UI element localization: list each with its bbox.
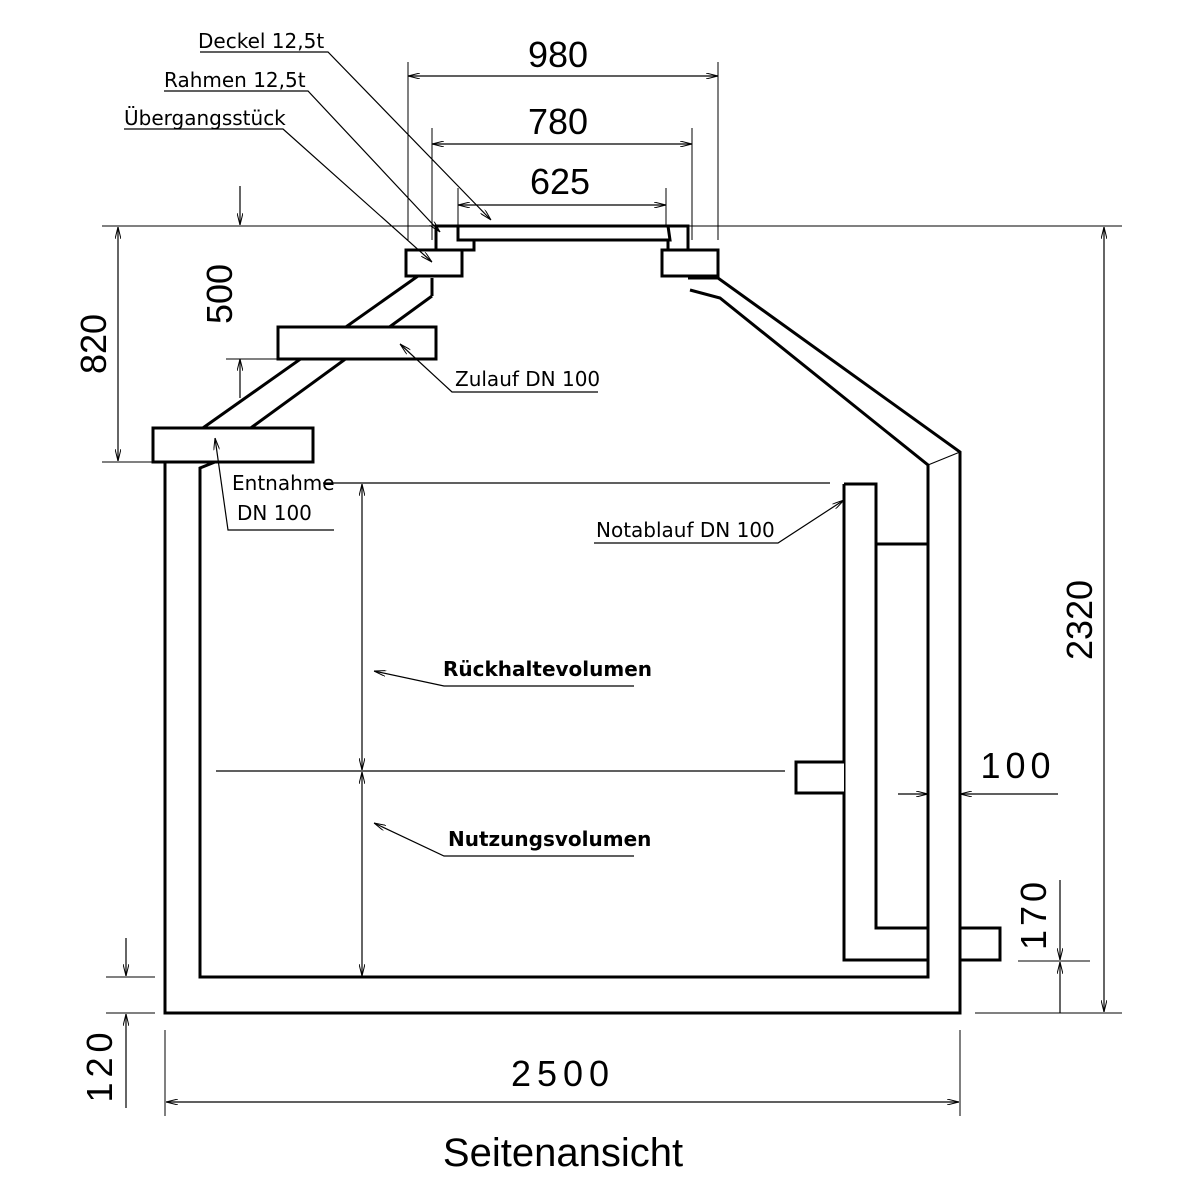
dim-500-text: 500 xyxy=(199,264,240,324)
left-dimensions xyxy=(102,186,278,463)
uebergangsstueck-left xyxy=(404,248,464,278)
dim-2320-text: 2320 xyxy=(1059,580,1100,660)
bottom-dimensions xyxy=(106,938,961,1116)
zulauf-label: Zulauf DN 100 xyxy=(455,367,600,391)
zulauf-leader xyxy=(400,343,598,393)
notablauf-label: Notablauf DN 100 xyxy=(596,518,775,542)
nutzung-leader xyxy=(374,822,634,857)
dim-170-text: 170 xyxy=(1013,878,1054,950)
entnahme-leader xyxy=(215,438,334,531)
dim-120-text: 120 xyxy=(79,1027,120,1102)
outlet-stub xyxy=(958,926,1002,962)
deckel-label: Deckel 12,5t xyxy=(198,29,324,53)
entnahme-label-line1: Entnahme xyxy=(232,471,335,495)
dim-820-text: 820 xyxy=(73,314,114,374)
dim-625-text: 625 xyxy=(530,161,590,202)
right-wall-seam xyxy=(927,451,961,466)
dim-780-text: 780 xyxy=(528,101,588,142)
leader-lines xyxy=(124,51,844,857)
notablauf-pipe xyxy=(794,482,1002,962)
rahmen-frame-right xyxy=(666,224,690,252)
nutzung-label: Nutzungsvolumen xyxy=(448,827,651,851)
top-assembly xyxy=(404,224,720,278)
right-dimensions xyxy=(898,227,1122,1014)
tank-inner-wall xyxy=(198,288,930,979)
entnahme-label-line2: DN 100 xyxy=(237,501,312,525)
uebergang-label: Übergangsstück xyxy=(124,106,286,130)
entnahme-pipe xyxy=(151,426,315,464)
top-dimensions xyxy=(407,62,719,240)
uebergang-leader xyxy=(124,128,432,263)
tank-outer-wall xyxy=(163,276,962,1015)
uebergangsstueck-right xyxy=(660,248,720,278)
zulauf-pipe xyxy=(276,325,438,361)
drawing-title: Seitenansicht xyxy=(443,1131,683,1175)
rueckhalte-leader xyxy=(374,671,634,687)
notablauf-inner xyxy=(842,484,928,962)
dim-980-text: 980 xyxy=(528,34,588,75)
dim-100-text: 100 xyxy=(980,745,1055,786)
notablauf-leader xyxy=(594,499,844,544)
rahmen-label: Rahmen 12,5t xyxy=(164,68,306,92)
notablauf-outer xyxy=(844,482,928,930)
rahmen-leader xyxy=(164,90,441,232)
overflow-inlet-stub xyxy=(794,760,844,795)
deckel-leader xyxy=(200,51,491,220)
deckel-cover xyxy=(456,224,688,242)
rueckhalte-label: Rückhaltevolumen xyxy=(443,657,652,681)
left-neck-inner-slope xyxy=(247,294,433,432)
dim-2500-text: 2500 xyxy=(511,1053,615,1094)
